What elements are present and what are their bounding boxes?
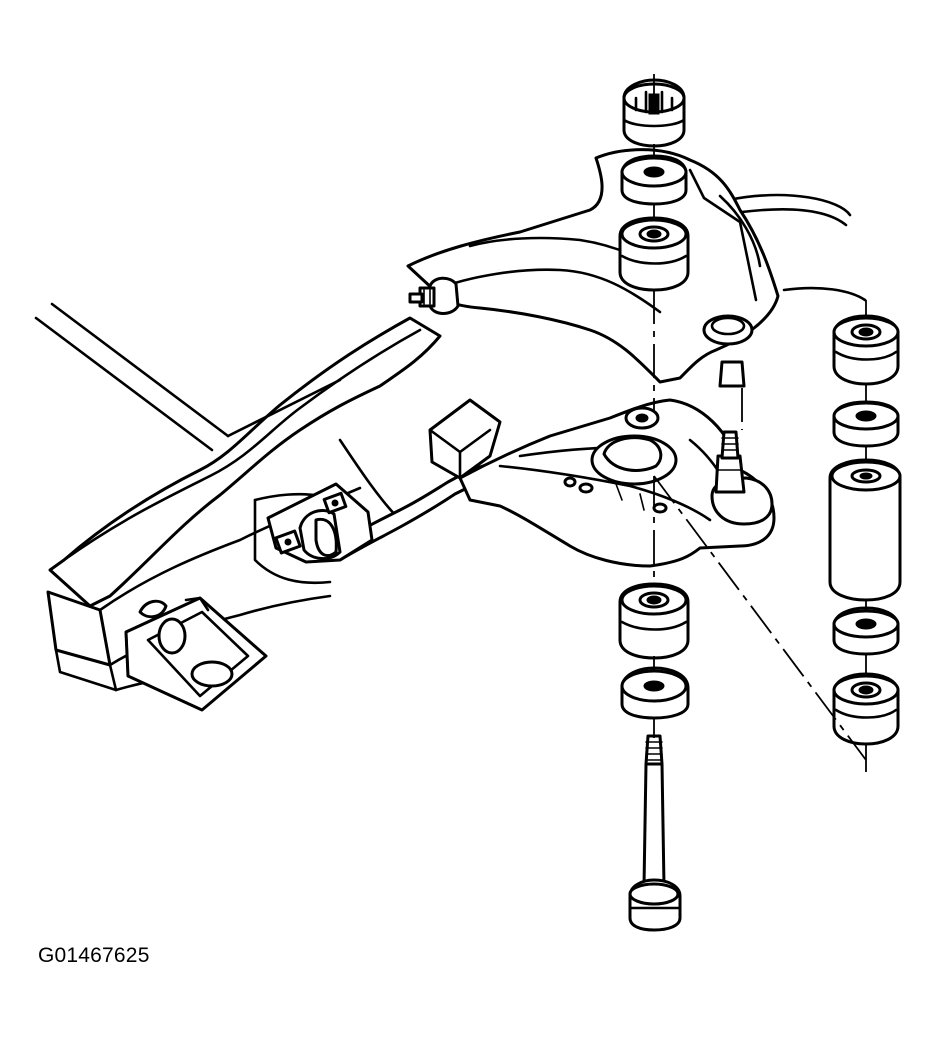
figure-id-label: G01467625 <box>38 944 150 967</box>
bushing-top <box>618 216 690 292</box>
stabilizer-bar <box>328 398 562 562</box>
link-washer-lower <box>832 606 900 656</box>
top-nut <box>622 78 686 148</box>
link-spacer-sleeve <box>828 458 902 602</box>
washer-top <box>620 154 688 206</box>
mounting-bolt <box>628 734 682 932</box>
pivot-nut <box>408 276 460 315</box>
link-washer-upper <box>832 400 900 448</box>
link-bushing-upper <box>832 314 900 386</box>
bushing-lower <box>618 582 690 660</box>
stabilizer-bushing-clamp <box>266 482 374 564</box>
lower-control-arm <box>458 398 776 568</box>
ball-joint <box>710 430 774 526</box>
mounting-bracket <box>124 596 268 712</box>
link-bushing-lower <box>832 672 900 746</box>
washer-lower <box>620 666 690 720</box>
upper-control-arm <box>406 148 780 388</box>
assembly-centerlines <box>653 74 867 772</box>
